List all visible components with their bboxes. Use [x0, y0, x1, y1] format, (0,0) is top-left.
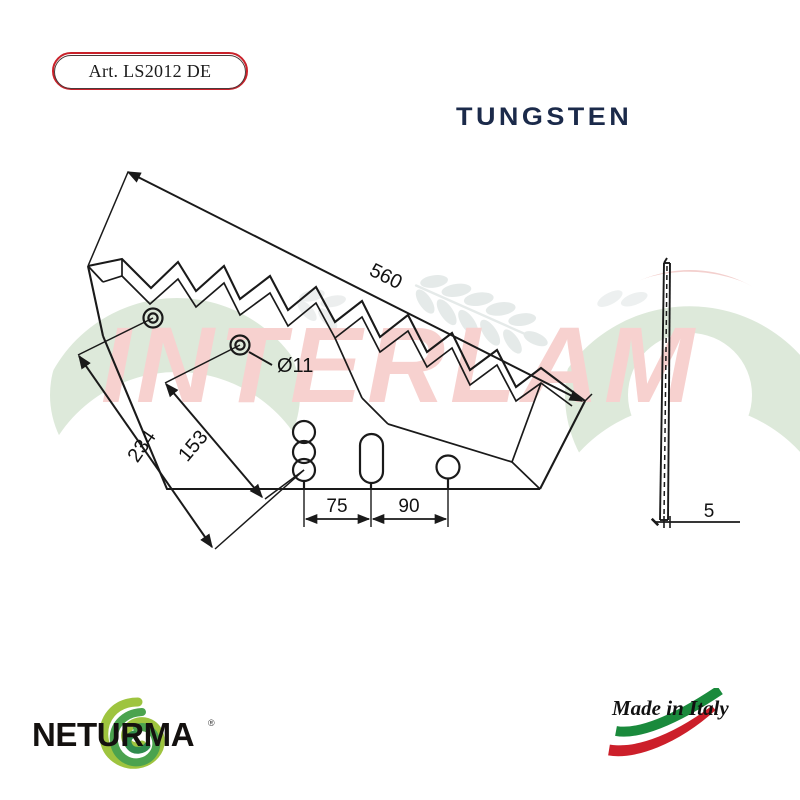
- article-badge: Art. LS2012 DE: [52, 52, 248, 90]
- made-in-italy-badge: Made in Italy: [604, 688, 774, 758]
- dim-label-560: 560: [366, 259, 406, 294]
- neturma-swirl-icon: [99, 697, 165, 769]
- neturma-wordmark: NETURMA: [32, 716, 195, 753]
- dim-label-diameter: Ø11: [277, 355, 313, 377]
- ext-line-560-right: [584, 393, 593, 402]
- watermark-swoosh-right: [565, 270, 800, 520]
- dim-label-75: 75: [326, 496, 347, 517]
- side-view-profile: [659, 257, 671, 521]
- neturma-logo: NETURMA ®: [32, 697, 222, 769]
- blade-left-edge: [86, 265, 105, 337]
- blade-inner-fold-corner: [361, 397, 389, 425]
- dim-line-153: [165, 382, 263, 499]
- dim-label-90: 90: [398, 496, 419, 517]
- material-label: TUNGSTEN: [456, 103, 633, 131]
- blade-inner-fold-up: [334, 337, 363, 399]
- blade-serrated-inner-edge: [102, 275, 573, 407]
- dim-line-234: [78, 354, 213, 549]
- italy-ribbon-icon: [608, 688, 723, 757]
- blade-serrated-outer-edge: [87, 257, 586, 402]
- ext-line-560-left: [87, 171, 129, 267]
- article-badge-border-red: [52, 52, 248, 90]
- dimension-labels: 560 Ø11 234 153 75 90 5: [124, 259, 715, 522]
- ext-line-234-bottom: [214, 469, 305, 550]
- slot-oblong: [358, 432, 385, 489]
- article-code-label: Art. LS2012 DE: [88, 60, 212, 81]
- ext-line-153-bottom: [264, 469, 305, 500]
- neturma-registered-mark: ®: [208, 718, 215, 728]
- blade-inner-fold-line: [387, 423, 513, 463]
- leader-line-diameter: [248, 351, 273, 366]
- side-view-centerline: [663, 265, 668, 519]
- dim-label-5: 5: [704, 501, 715, 522]
- slot-triple-circle: [291, 419, 317, 489]
- ext-line-234-top: [77, 317, 154, 356]
- blade-right-tip: [539, 400, 586, 490]
- made-in-italy-text: Made in Italy: [612, 696, 729, 720]
- blade-tip-inner-bevel: [511, 382, 542, 490]
- blade-bottom-edge: [102, 335, 540, 491]
- ext-line-153-top: [164, 344, 241, 384]
- article-badge-border-dark: [54, 55, 246, 89]
- blade-bevel-tab-left: [87, 265, 104, 283]
- dim-line-560: [126, 171, 584, 402]
